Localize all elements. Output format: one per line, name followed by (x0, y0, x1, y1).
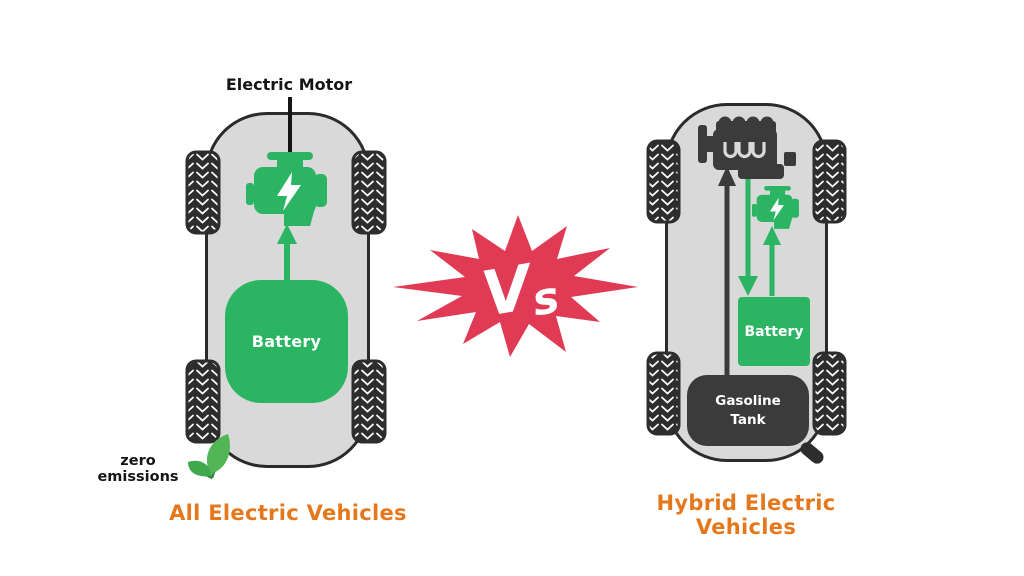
vs-badge: V s (453, 223, 586, 353)
left-vehicle-title: All Electric Vehicles (169, 501, 407, 525)
gasoline-tank-box: Gasoline Tank (687, 375, 809, 446)
electric-motor-callout: Electric Motor (225, 75, 353, 94)
left-battery-label: Battery (251, 332, 322, 351)
vs-letter-v: V (476, 250, 537, 331)
zero-emissions-note: zero emissions (97, 453, 179, 485)
gasoline-tank-label: Gasoline Tank (715, 393, 781, 428)
right-battery-label: Battery (744, 323, 804, 340)
right-battery-box: Battery (738, 297, 810, 366)
left-battery-box: Battery (225, 280, 348, 403)
right-vehicle-title: Hybrid Electric Vehicles (656, 491, 836, 539)
